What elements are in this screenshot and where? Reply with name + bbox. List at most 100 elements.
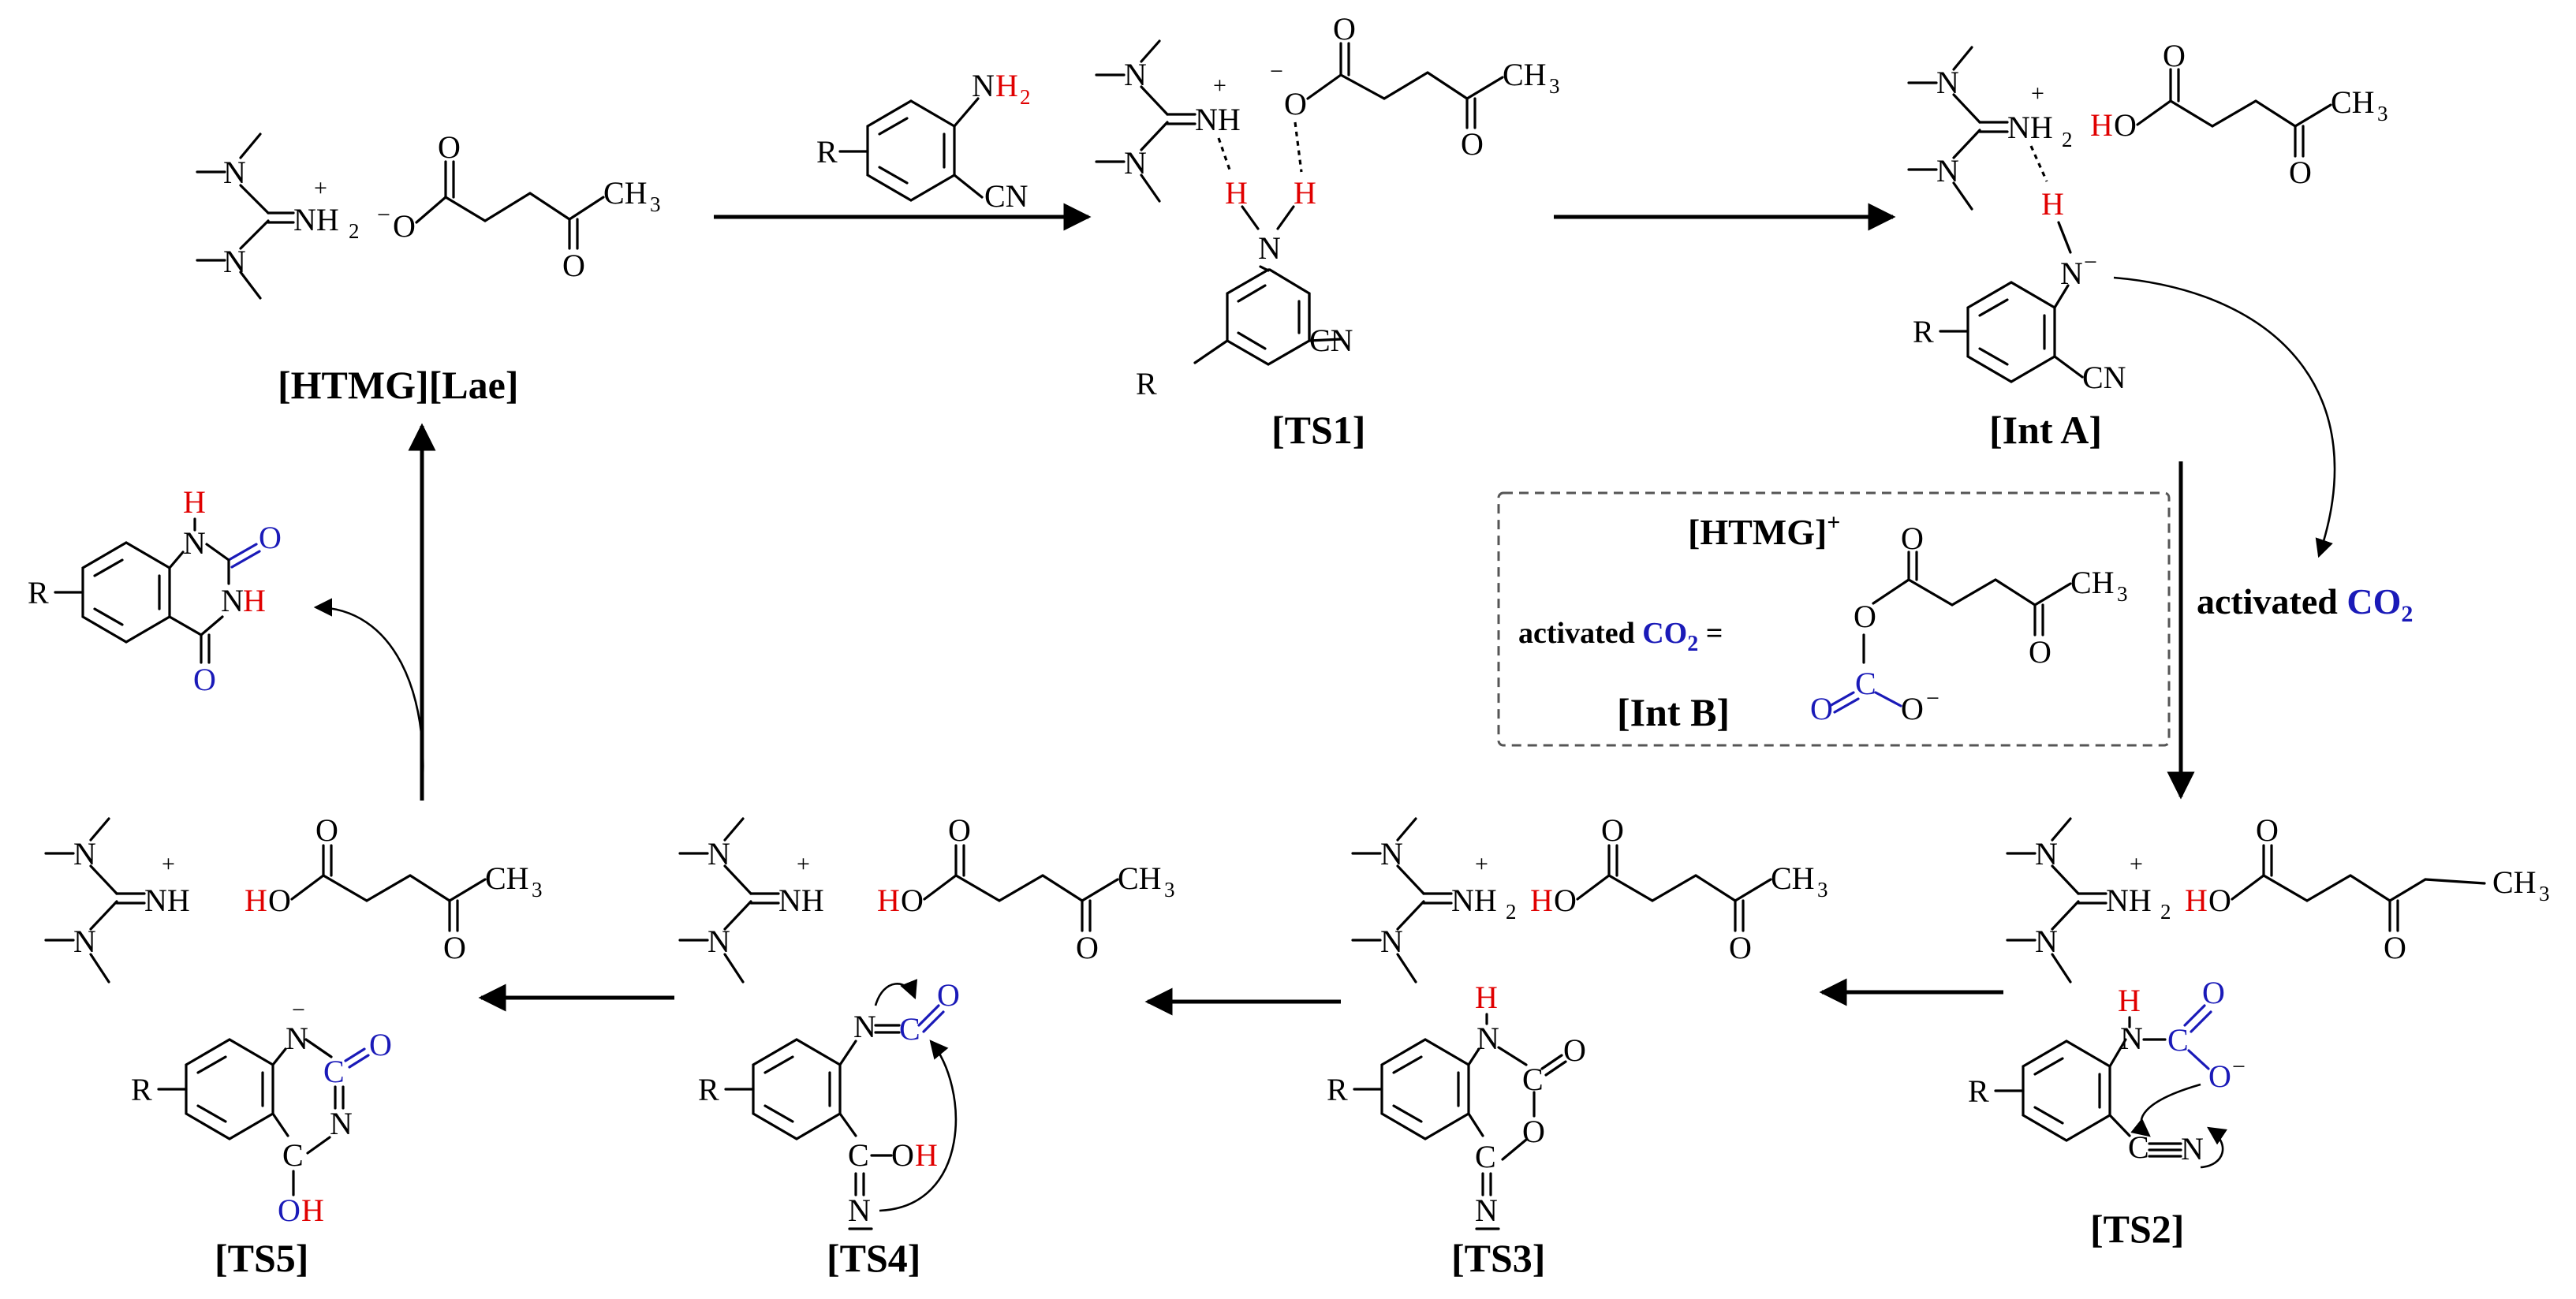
atom-o: O xyxy=(891,1137,914,1173)
atom-o: O xyxy=(1563,1032,1586,1068)
methyl-ch3: CH xyxy=(2070,565,2115,600)
minus-charge: − xyxy=(2232,1054,2246,1080)
subscript-3: 3 xyxy=(650,192,661,216)
ring-nh: N xyxy=(221,583,244,618)
atom-n: N xyxy=(1258,230,1281,266)
activated-co2-definition: activated CO2 = xyxy=(1518,617,1723,656)
methyl-ch3: CH xyxy=(2492,864,2537,900)
atom-o: O xyxy=(1284,86,1307,121)
atom-o: O xyxy=(1901,691,1924,726)
atom-n: N xyxy=(73,836,96,872)
inta-label: [Int A] xyxy=(1989,408,2102,452)
ts4-structure: N N NH + H O O O CH 3 R N C O C xyxy=(678,812,1175,1280)
amide-n-anion: N xyxy=(2060,256,2083,291)
nitrile-cn: CN xyxy=(1309,323,1353,358)
carbon-c: C xyxy=(848,1137,869,1173)
atom-n: N xyxy=(707,924,730,959)
subscript-2: 2 xyxy=(349,219,360,243)
ts4-label: [TS4] xyxy=(827,1236,920,1280)
r-group: R xyxy=(28,575,49,610)
r-group: R xyxy=(698,1072,719,1107)
plus-charge: + xyxy=(2130,851,2143,877)
atom-o: O xyxy=(937,977,960,1013)
atom-nh2: NH xyxy=(2007,110,2053,145)
hydroxyl-h: H xyxy=(915,1137,938,1173)
minus-charge: − xyxy=(2084,249,2097,275)
inta-structure: N N NH 2 + H H O O O CH 3 N − R CN [Int … xyxy=(1907,38,2388,452)
acid-h: H xyxy=(2185,883,2208,918)
atom-n: N xyxy=(1124,57,1147,92)
r-group: R xyxy=(131,1072,152,1107)
carbon-c: C xyxy=(282,1137,304,1173)
atom-n: N xyxy=(73,924,96,959)
carbonyl-o: O xyxy=(193,662,216,697)
atom-nh2: NH xyxy=(1451,883,1497,918)
carbonyl-o: O xyxy=(259,520,282,555)
atom-nh2: NH xyxy=(2106,883,2152,918)
atom-n: N xyxy=(1380,924,1403,959)
subscript-3: 3 xyxy=(1164,878,1175,901)
atom-nh: NH xyxy=(144,883,190,918)
carbon-c: C xyxy=(323,1054,345,1089)
ts1-structure: N N NH + H − O H O O CH 3 N R CN [T xyxy=(1095,11,1560,452)
atom-o: O xyxy=(2289,155,2312,190)
curved-arrow xyxy=(879,1040,958,1212)
atom-o: O xyxy=(1810,691,1833,726)
plus-charge: + xyxy=(2031,80,2044,106)
guanidinium-cation: N N NH 2 + xyxy=(196,133,360,300)
atom-nh: NH xyxy=(778,883,824,918)
plus-charge: + xyxy=(797,851,810,877)
atom-o: O xyxy=(438,129,461,165)
curved-arrow xyxy=(2200,1126,2228,1169)
atom-n: N xyxy=(1477,1021,1499,1056)
plus-charge: + xyxy=(1213,73,1226,99)
activated-co2-text: activated CO2 xyxy=(2197,581,2413,627)
atom-o: O xyxy=(315,812,338,848)
ring-n-anion: N xyxy=(286,1021,308,1056)
methyl-ch3: CH xyxy=(485,860,529,896)
aminobenzonitrile-reagent: R N H 2 CN xyxy=(816,68,1031,214)
subscript-2: 2 xyxy=(2160,900,2171,924)
curved-arrow xyxy=(2130,1083,2201,1137)
amide-h: H xyxy=(1475,980,1498,1015)
atom-n: N xyxy=(1124,145,1147,181)
atom-n: N xyxy=(707,836,730,872)
atom-o: O xyxy=(1461,126,1484,162)
atom-o: O xyxy=(2208,1058,2231,1094)
atom-o: O xyxy=(1854,599,1876,634)
nitrile-cn: CN xyxy=(2082,360,2126,395)
atom-o: O xyxy=(443,930,466,965)
hydroxyl-o: O xyxy=(278,1193,301,1228)
methyl-ch3: CH xyxy=(2331,84,2375,120)
atom-o: O xyxy=(1901,521,1924,556)
ring-o: O xyxy=(1522,1114,1545,1149)
acid-h: H xyxy=(245,883,267,918)
ts1-label: [TS1] xyxy=(1271,408,1365,452)
subscript-3: 3 xyxy=(2117,582,2128,606)
atom-n: N xyxy=(223,244,246,279)
methyl-ch3: CH xyxy=(1503,57,1547,92)
atom-o: O xyxy=(393,208,416,244)
atom-o: O xyxy=(2202,975,2225,1010)
acid-h: H xyxy=(1530,883,1553,918)
amine-h: H xyxy=(995,68,1018,103)
imine-n: N xyxy=(848,1193,871,1228)
atom-n: N xyxy=(1936,65,1959,100)
atom-n: N xyxy=(2035,836,2058,872)
carbon-c: C xyxy=(1475,1139,1496,1174)
r-group: R xyxy=(1913,314,1934,349)
atom-o: O xyxy=(901,883,924,918)
subscript-2: 2 xyxy=(1506,900,1517,924)
carbon-c: C xyxy=(899,1011,920,1047)
r-group: R xyxy=(1968,1073,1989,1109)
carbon-c: C xyxy=(2167,1022,2189,1058)
acid-h: H xyxy=(877,883,900,918)
plus-charge: + xyxy=(162,851,175,877)
atom-n: N xyxy=(2035,924,2058,959)
ts3-label: [TS3] xyxy=(1451,1236,1545,1280)
ts5-label: [TS5] xyxy=(215,1236,308,1280)
subscript-3: 3 xyxy=(532,878,543,901)
methyl-ch3: CH xyxy=(1118,860,1162,896)
atom-o: O xyxy=(948,812,971,848)
